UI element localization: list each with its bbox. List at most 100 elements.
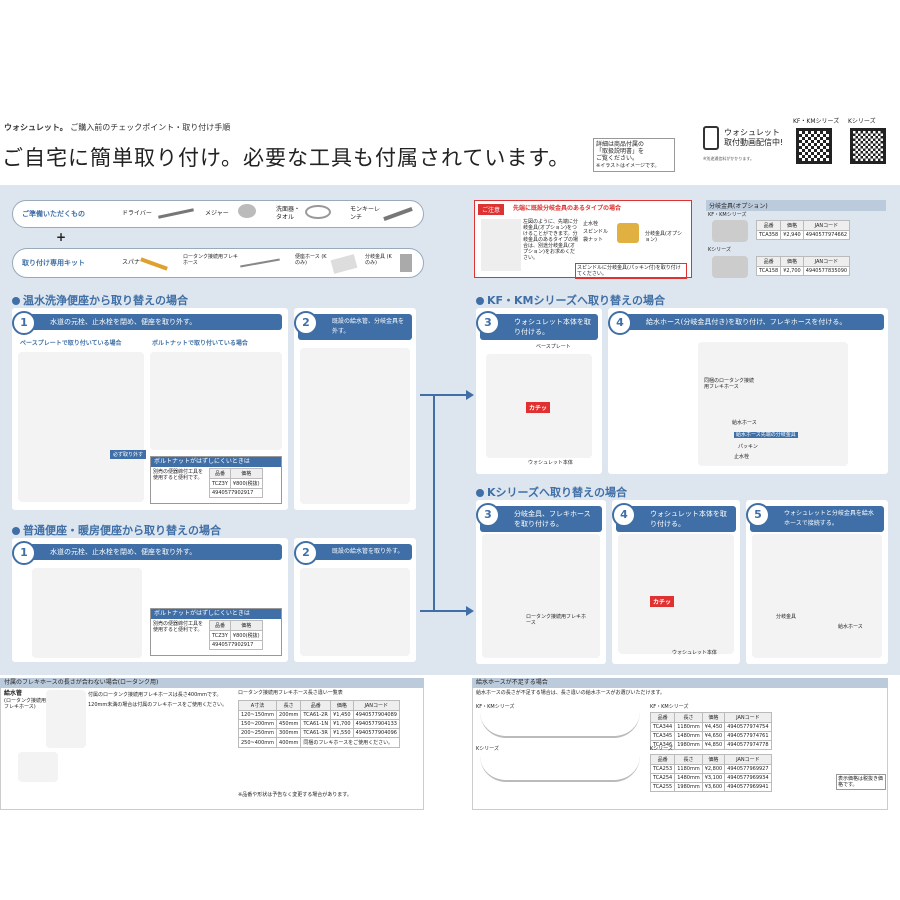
caution-box: ご注意 先端に既設分岐金具のあるタイプの場合 左図のように、先端に分岐金具(オプ… bbox=[474, 200, 692, 279]
caution-tag: ご注意 bbox=[478, 204, 505, 215]
hose-kfkm-icon bbox=[480, 712, 640, 738]
flex-pipe-label: 給水管(ロータンク接続用フレキホース) bbox=[4, 690, 46, 710]
kit-item-branch: 分岐金具 (Kのみ) bbox=[365, 254, 392, 266]
prep-box bbox=[12, 200, 424, 228]
step-1-badge: 1 bbox=[12, 311, 36, 335]
boltnut-illustration bbox=[150, 352, 282, 450]
step-5-badge: 5 bbox=[746, 503, 770, 527]
sec2-step2-illustration bbox=[300, 568, 410, 656]
caution-title: 先端に既設分岐金具のあるタイプの場合 bbox=[513, 205, 622, 212]
qr-code-k-icon[interactable] bbox=[850, 128, 886, 164]
video-title: ウォシュレット bbox=[724, 128, 780, 137]
sec1-sub1: ベースプレートで取り付いている場合 bbox=[20, 340, 122, 347]
flex-title: 付属のフレキホースの長さが合わない場合(ロータンク用) bbox=[0, 678, 424, 688]
kit-item-flex-hose: ロータンク接続用フレキホース bbox=[183, 254, 239, 266]
video-sub: 取付動画配信中! bbox=[724, 138, 784, 148]
prep-item-measure: メジャー bbox=[205, 210, 229, 217]
click-label: カチッ bbox=[526, 402, 551, 413]
option-k-label: Kシリーズ bbox=[708, 247, 732, 253]
sec4-step3-illustration bbox=[482, 534, 600, 658]
header: ウォシュレット。 ご購入前のチェックポイント・取り付け手順 ご自宅に簡単取り付け… bbox=[0, 118, 900, 178]
caution-body: 左図のように、先端に分岐金具(オプション)をつけることができます。分岐金具のある… bbox=[523, 219, 579, 261]
sec1-must-badge: 必ず取り外す bbox=[110, 450, 147, 459]
sec1-step2-illustration bbox=[300, 348, 410, 504]
option-kfkm-label: KF・KMシリーズ bbox=[708, 212, 747, 218]
baseplate-illustration bbox=[18, 352, 144, 502]
sec2-title: 普通便座・暖房便座から取り替えの場合 bbox=[12, 522, 221, 538]
phone-icon bbox=[703, 126, 719, 150]
prep-item-wrench: モンキーレンチ bbox=[350, 206, 381, 221]
sec3-step4-illustration bbox=[698, 342, 848, 466]
bolt-tip-box: ボルトナットがはずしにくいときは 別売の便器締付工具を使用すると便利です。 品番… bbox=[150, 456, 282, 504]
basin-icon bbox=[305, 205, 331, 219]
flex-table-title: ロータンク接続用フレキホース長さ違い一覧表 bbox=[238, 690, 343, 696]
step-1-badge: 1 bbox=[12, 541, 36, 565]
flex-notes: 付属のロータンク接続用フレキホースは長さ400mmです。120mm未満の場合は付… bbox=[88, 692, 228, 708]
supply-kfkm-label: KF・KMシリーズ bbox=[476, 704, 515, 710]
sec1-title: 温水洗浄便座から取り替えの場合 bbox=[12, 292, 188, 308]
qr1-label: KF・KMシリーズ bbox=[793, 118, 840, 125]
sec4-title: Kシリーズへ取り替えの場合 bbox=[476, 484, 627, 500]
tape-measure-icon bbox=[238, 204, 256, 218]
arrow-head-icon bbox=[466, 606, 474, 616]
branch-fitting-icon bbox=[400, 254, 412, 272]
sec3-title: KF・KMシリーズへ取り替えの場合 bbox=[476, 292, 665, 308]
flow-line-3 bbox=[433, 394, 466, 396]
bolt-tip-box-2: ボルトナットがはずしにくいときは 別売の便器締付工具を使用すると便利です。 品番… bbox=[150, 608, 282, 656]
sec4-step4-illustration bbox=[618, 534, 734, 654]
brand: ウォシュレット。 bbox=[4, 123, 68, 132]
step-3-badge: 3 bbox=[476, 311, 500, 335]
branch-k-icon bbox=[712, 256, 748, 278]
sec1-sub2: ボルトナットで取り付いている場合 bbox=[152, 340, 248, 347]
step-2-badge: 2 bbox=[294, 311, 318, 335]
prep-item-basin: 洗面器・タオル bbox=[276, 206, 301, 221]
kit-label: 取り付け専用キット bbox=[22, 259, 85, 267]
flex-detail-illustration bbox=[18, 752, 58, 782]
option-title: 分岐金具(オプション) bbox=[706, 200, 886, 211]
kit-item-seat-hose: 便座ホース (Kのみ) bbox=[295, 254, 327, 266]
flex-footnote: ※品番や形状は予告なく変更する場合があります。 bbox=[238, 792, 352, 798]
header-subtitle: ご購入前のチェックポイント・取り付け手順 bbox=[70, 123, 231, 132]
qr2-label: Kシリーズ bbox=[848, 118, 876, 125]
step-4-badge: 4 bbox=[612, 503, 636, 527]
prep-label: ご準備いただくもの bbox=[22, 210, 85, 218]
flow-line-v bbox=[433, 394, 435, 612]
kit-item-spanner: スパナ bbox=[122, 259, 141, 266]
install-note: 詳細は商品付属の 「取扱説明書」を ご覧ください。 ※イラストはイメージです。 bbox=[593, 138, 675, 172]
branch-kfkm-icon bbox=[712, 220, 748, 242]
valve-icon bbox=[617, 223, 639, 243]
caution-illustration bbox=[481, 219, 521, 271]
plus-sign: + bbox=[56, 230, 67, 244]
bolt-table: 品番価格 TCZ3Y¥800(税抜) 4940577902917 bbox=[209, 468, 263, 498]
supply-footnote: 表示価格は税抜き価格です。 bbox=[836, 774, 886, 790]
qr-code-kfkm-icon[interactable] bbox=[796, 128, 832, 164]
step-2-badge: 2 bbox=[294, 541, 318, 565]
headline: ご自宅に簡単取り付け。必要な工具も付属されています。 bbox=[2, 146, 571, 170]
caution-note: スピンドルに分岐金具(パッキン付)を取り付けてください。 bbox=[575, 263, 687, 279]
supply-title: 給水ホースが不足する場合 bbox=[472, 678, 888, 688]
supply-note: 給水ホースの長さが不足する場合は、長さ違いの給水ホースがお選びいただけます。 bbox=[476, 690, 666, 696]
supply-k-label: Kシリーズ bbox=[476, 746, 500, 752]
step-4-badge: 4 bbox=[608, 311, 632, 335]
